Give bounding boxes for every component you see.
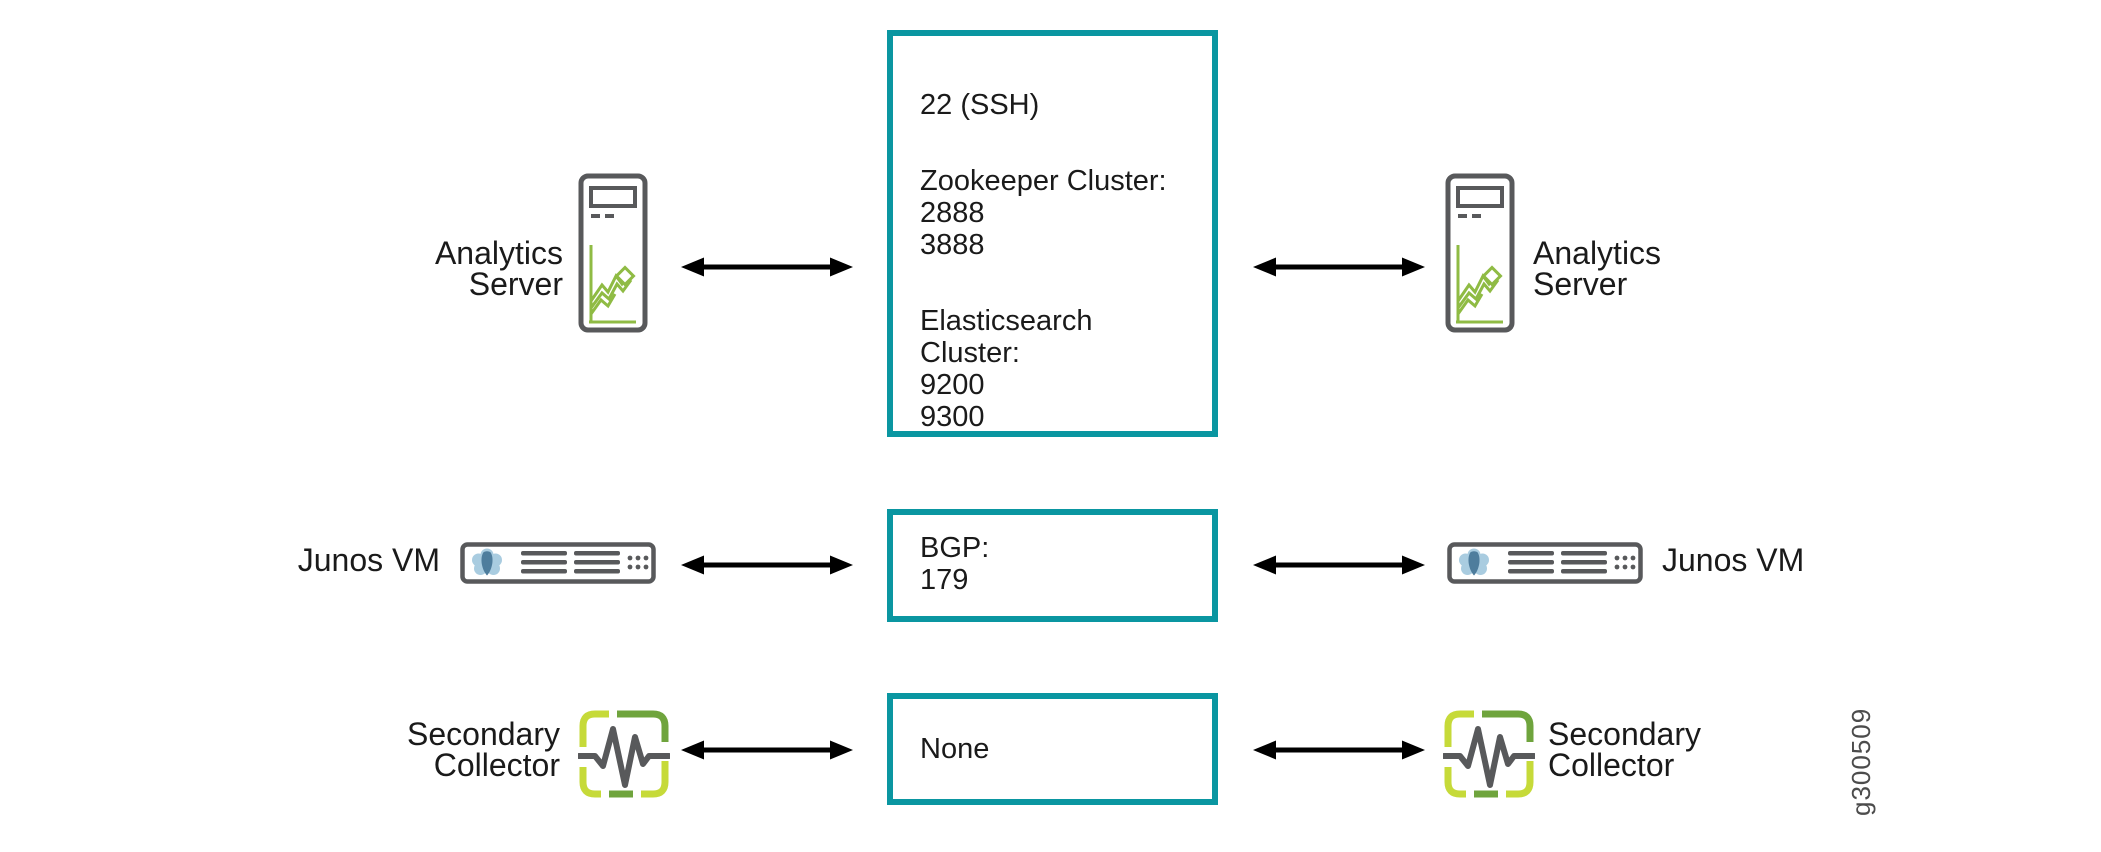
ports-box-none: None	[887, 693, 1218, 805]
analytics-server-label-right: Analytics Server	[1533, 235, 1662, 302]
secondary-collector-label-right: Secondary Collector	[1548, 716, 1701, 783]
analytics-server-icon	[1445, 173, 1515, 333]
secondary-collector-label-left: Secondary Collector	[407, 716, 560, 783]
junos-vm-label-right: Junos VM	[1662, 542, 1805, 578]
port-group-none: None	[920, 733, 990, 765]
bidirectional-arrow-icon	[680, 252, 854, 282]
bidirectional-arrow-icon	[680, 735, 854, 765]
ports-box-bgp: BGP: 179	[887, 509, 1218, 622]
secondary-collector-icon	[1443, 709, 1535, 799]
bidirectional-arrow-icon	[680, 550, 854, 580]
port-group-ssh: 22 (SSH)	[920, 89, 1040, 121]
ports-box-analytics: 22 (SSH) Zookeeper Cluster: 2888 3888 El…	[887, 30, 1218, 437]
figure-id-watermark: g300509	[1846, 707, 1876, 816]
port-group-zookeeper: Zookeeper Cluster: 2888 3888	[920, 165, 1167, 261]
analytics-server-label-left: Analytics Server	[434, 235, 563, 302]
junos-vm-appliance-icon	[460, 542, 656, 584]
port-group-elasticsearch: Elasticsearch Cluster: 9200 9300	[920, 305, 1093, 433]
bidirectional-arrow-icon	[1252, 550, 1426, 580]
junos-vm-appliance-icon	[1447, 542, 1643, 584]
bidirectional-arrow-icon	[1252, 252, 1426, 282]
secondary-collector-icon	[578, 709, 670, 799]
junos-vm-label-left: Junos VM	[297, 542, 440, 578]
port-group-bgp: BGP: 179	[920, 532, 990, 596]
bidirectional-arrow-icon	[1252, 735, 1426, 765]
analytics-server-icon	[578, 173, 648, 333]
